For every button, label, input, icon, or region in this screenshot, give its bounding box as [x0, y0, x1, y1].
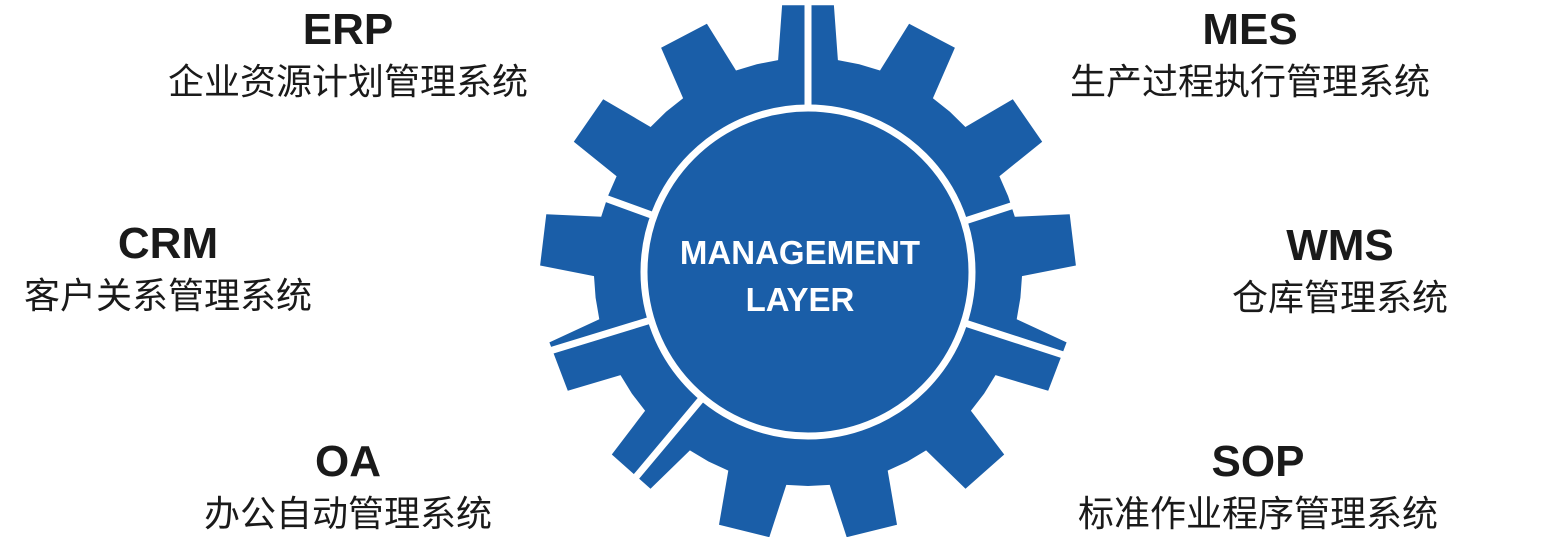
gear-body [540, 5, 1076, 537]
system-oa: OA 办公自动管理系统 [128, 438, 568, 538]
system-mes-name: 生产过程执行管理系统 [1069, 62, 1430, 103]
system-oa-abbr: OA [315, 437, 381, 486]
system-mes: MES 生产过程执行管理系统 [1030, 6, 1470, 106]
gear-inner-ring [640, 104, 976, 440]
system-sop-name: 标准作业程序管理系统 [1077, 494, 1438, 535]
system-sop-abbr: SOP [1211, 437, 1305, 486]
gear-shape [540, 5, 1076, 537]
center-label-line-2: LAYER [745, 281, 855, 318]
system-wms: WMS 仓库管理系统 [1120, 222, 1553, 322]
gear-gaps [540, 0, 1076, 489]
system-wms-abbr: WMS [1286, 221, 1394, 270]
gear-icon [540, 0, 1076, 537]
gear-gap-4 [625, 396, 704, 489]
system-wms-name: 仓库管理系统 [1231, 278, 1448, 319]
system-erp-name: 企业资源计划管理系统 [167, 62, 528, 103]
system-crm-name: 客户关系管理系统 [23, 276, 312, 317]
center-label: MANAGEMENT LAYER [650, 229, 950, 323]
system-sop: SOP 标准作业程序管理系统 [1038, 438, 1478, 538]
gear-gap-6 [543, 172, 654, 219]
system-crm-abbr: CRM [117, 219, 219, 268]
system-erp-abbr: ERP [302, 5, 394, 54]
system-mes-abbr: MES [1202, 5, 1298, 54]
gear-gap-5 [540, 317, 651, 358]
center-label-line-1: MANAGEMENT [679, 234, 921, 271]
gear-gap-2 [964, 182, 1076, 225]
gear-gap-3 [964, 319, 1076, 362]
system-crm: CRM 客户关系管理系统 [0, 220, 388, 320]
system-oa-name: 办公自动管理系统 [203, 494, 492, 535]
system-erp: ERP 企业资源计划管理系统 [128, 6, 568, 106]
